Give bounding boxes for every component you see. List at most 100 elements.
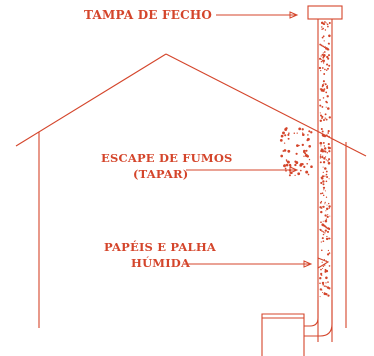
smoke-dot bbox=[328, 252, 331, 254]
smoke-dot bbox=[301, 143, 304, 147]
smoke-dot bbox=[326, 204, 328, 206]
smoke-dot bbox=[321, 59, 323, 61]
smoke-dot bbox=[322, 183, 325, 186]
smoke-dot bbox=[322, 180, 325, 183]
smoke-dot bbox=[287, 149, 291, 153]
smoke-dot bbox=[328, 34, 331, 38]
smoke-dot bbox=[320, 145, 322, 147]
smoke-dot bbox=[322, 240, 325, 243]
smoke-dot bbox=[302, 133, 305, 136]
smoke-dot bbox=[324, 167, 327, 170]
smoke-dot bbox=[322, 267, 324, 270]
smoke-dot bbox=[320, 210, 323, 214]
smoke-dot bbox=[322, 205, 325, 208]
smoke-dot bbox=[307, 134, 309, 136]
smoke-dot bbox=[328, 227, 331, 230]
stove bbox=[261, 313, 305, 356]
smoke-dot bbox=[327, 161, 331, 165]
smoke-dot bbox=[287, 137, 290, 140]
smoke-dot bbox=[324, 150, 327, 153]
smoke-dot bbox=[327, 25, 329, 27]
smoke-dot bbox=[322, 291, 324, 294]
escaping-smoke bbox=[279, 127, 313, 177]
smoke-dot bbox=[322, 186, 326, 189]
smoke-dot bbox=[325, 282, 327, 284]
smoke-dot bbox=[325, 269, 329, 273]
label-cap: TAMPA DE FECHO bbox=[84, 8, 212, 22]
smoke-dot bbox=[324, 175, 326, 177]
smoke-dot bbox=[324, 219, 328, 223]
smoke-dot bbox=[323, 82, 325, 84]
smoke-dot bbox=[322, 161, 326, 164]
smoke-dot bbox=[285, 127, 288, 130]
smoke-dot bbox=[325, 156, 327, 158]
smoke-dot bbox=[324, 190, 326, 192]
smoke-dot bbox=[305, 170, 309, 174]
smoke-dot bbox=[328, 205, 331, 208]
smoke-dot bbox=[323, 73, 326, 75]
smoke-dot bbox=[308, 158, 311, 161]
smoke-dot bbox=[325, 69, 328, 71]
smoke-dot bbox=[327, 214, 329, 216]
smoke-dot bbox=[328, 265, 331, 267]
smoke-dot bbox=[284, 167, 287, 170]
smoke-dot bbox=[319, 157, 322, 159]
smoke-dot bbox=[282, 131, 285, 135]
smoke-dot bbox=[327, 281, 329, 283]
smoke-dot bbox=[322, 141, 325, 144]
smoke-dot bbox=[289, 165, 292, 167]
smoke-dot bbox=[327, 54, 331, 57]
smoke-dot bbox=[324, 68, 326, 71]
smoke-dot bbox=[327, 57, 330, 60]
label-escape-line1: ESCAPE DE FUMOS bbox=[101, 151, 233, 165]
smoke-dot bbox=[328, 64, 331, 67]
smoke-dot bbox=[325, 210, 327, 212]
smoke-dot bbox=[303, 165, 306, 168]
smoke-dot bbox=[303, 155, 305, 157]
smoke-dot bbox=[320, 176, 323, 179]
smoke-dot bbox=[321, 150, 325, 153]
smoke-dot bbox=[326, 86, 329, 90]
smoke-dot bbox=[319, 161, 322, 164]
smoke-dot bbox=[321, 67, 324, 69]
smoke-dot bbox=[319, 201, 322, 204]
smoke-dot bbox=[326, 85, 329, 87]
chimney-cap bbox=[307, 5, 343, 20]
smoke-dot bbox=[320, 69, 322, 72]
smoke-dot bbox=[306, 155, 309, 158]
smoke-dot bbox=[319, 155, 322, 158]
smoke-dot bbox=[308, 144, 312, 148]
smoke-dot bbox=[322, 265, 325, 267]
smoke-dot bbox=[324, 46, 326, 49]
smoke-dot bbox=[319, 119, 322, 123]
smoke-dot bbox=[322, 27, 324, 30]
smoke-dot bbox=[321, 28, 323, 31]
smoke-dot bbox=[326, 95, 329, 98]
smoke-dot bbox=[325, 196, 328, 198]
smoke-dot bbox=[319, 141, 323, 145]
arrow-escape bbox=[186, 166, 299, 174]
smoke-dot bbox=[324, 113, 327, 116]
smoke-dot bbox=[322, 62, 325, 64]
smoke-dot bbox=[324, 225, 327, 228]
smoke-dot bbox=[281, 136, 283, 138]
smoke-dot bbox=[319, 114, 323, 117]
smoke-dot bbox=[321, 249, 323, 252]
smoke-dot bbox=[284, 134, 287, 137]
smoke-dot bbox=[328, 287, 330, 289]
smoke-dot bbox=[322, 52, 324, 54]
smoke-dot bbox=[327, 132, 330, 134]
smoke-dot bbox=[298, 144, 300, 147]
smoke-dot bbox=[279, 139, 283, 142]
smoke-dot bbox=[320, 181, 323, 185]
smoke-dot bbox=[321, 36, 324, 39]
smoke-dot bbox=[321, 281, 325, 285]
smoke-dot bbox=[299, 163, 303, 167]
smoke-dot bbox=[310, 131, 313, 134]
smoke-dot bbox=[321, 21, 324, 25]
smoke-dot bbox=[283, 164, 286, 167]
smoke-dot bbox=[288, 161, 290, 163]
smoke-dot bbox=[294, 174, 296, 177]
smoke-dot bbox=[324, 214, 327, 217]
